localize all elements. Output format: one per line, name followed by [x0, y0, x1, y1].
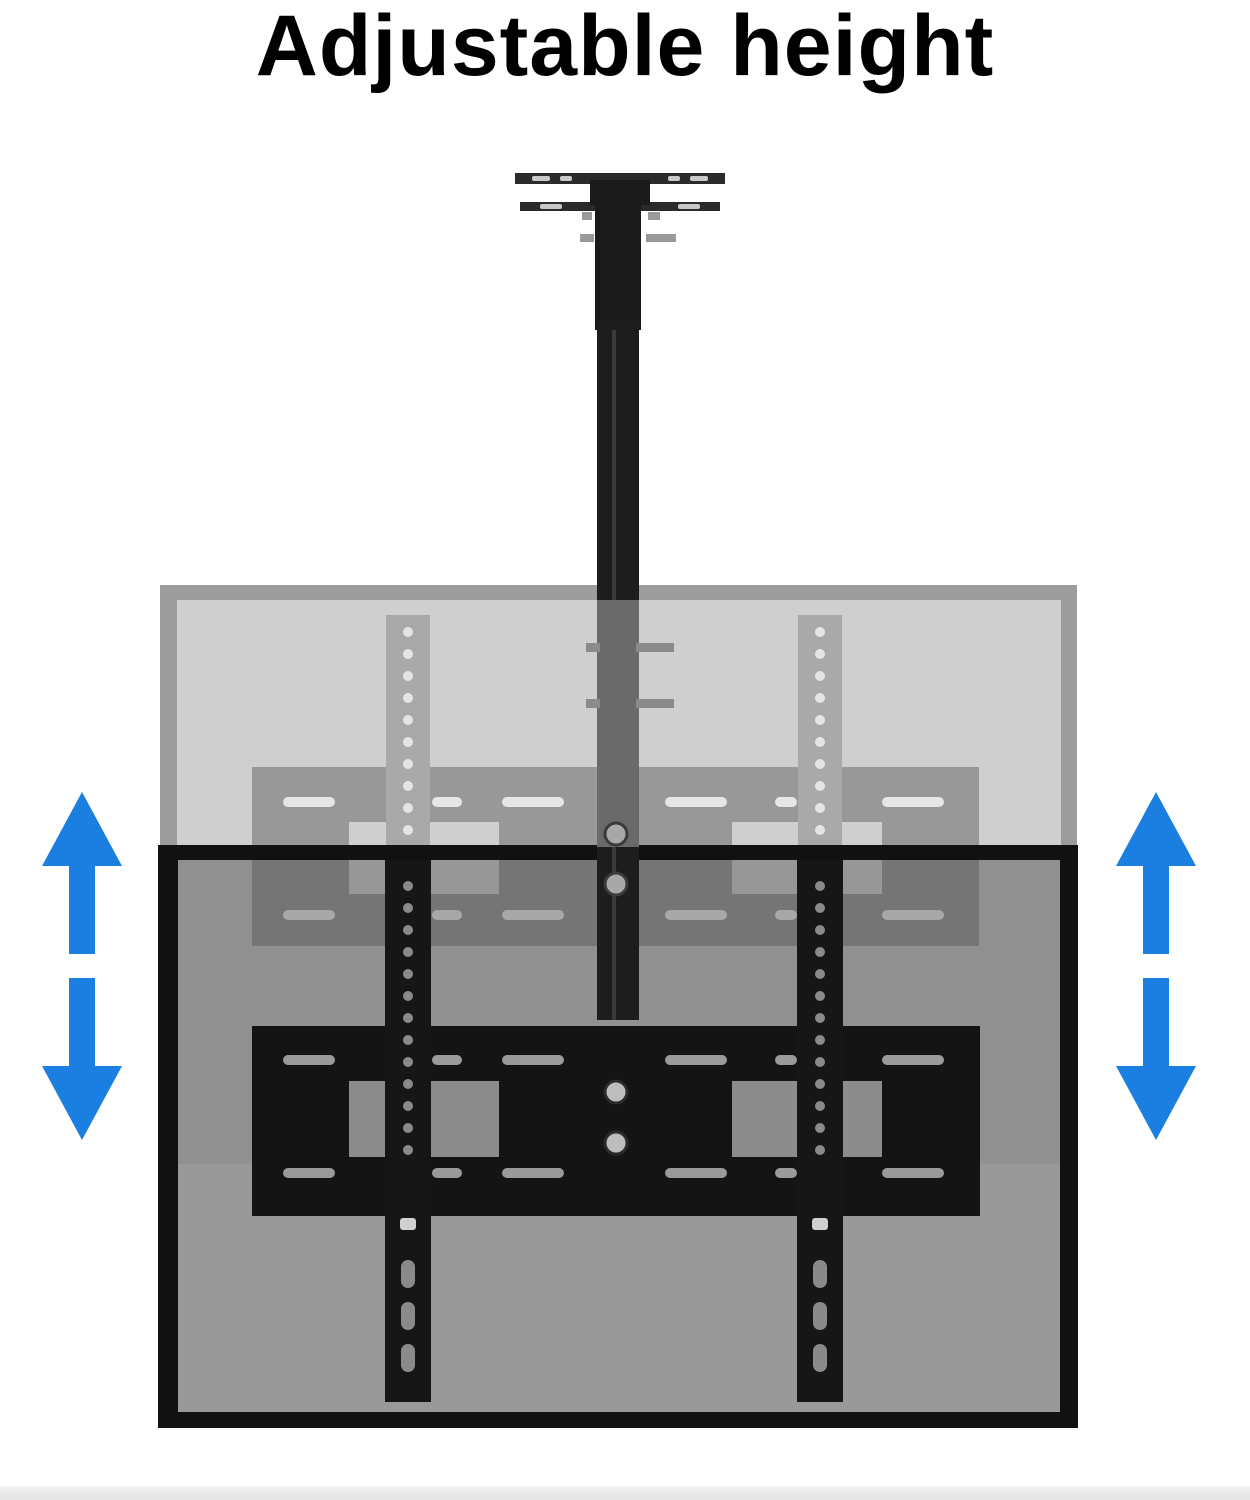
double-vertical-arrow-icon: [42, 792, 122, 1140]
ceiling-plate-holes: [532, 176, 708, 181]
pole-bolts: [603, 821, 629, 897]
ceiling-pole-assembly: [515, 173, 725, 1020]
left-arm-holes: [401, 881, 415, 1372]
plate-bolts: [603, 1079, 629, 1156]
ghost-plate-slots: [283, 910, 944, 920]
pole-faded-section: [597, 600, 639, 847]
raised-slot-holes: [283, 797, 944, 807]
ceiling-bracket-holes: [540, 204, 700, 209]
floor-edge: [0, 1486, 1250, 1500]
pole-head-bolts: [580, 212, 676, 242]
wall-plate-slots: [283, 1055, 944, 1178]
double-vertical-arrow-icon: [1116, 792, 1196, 1140]
upper-pole: [595, 190, 641, 330]
ceiling-plate: [515, 173, 725, 184]
headline: Adjustable height: [255, 0, 995, 94]
pole-pins: [586, 643, 674, 708]
right-arm-holes: [813, 881, 827, 1372]
arm-hooks: [400, 1218, 828, 1230]
raised-arm-holes: [403, 627, 825, 835]
lowered-tv-position: [158, 845, 1078, 1428]
